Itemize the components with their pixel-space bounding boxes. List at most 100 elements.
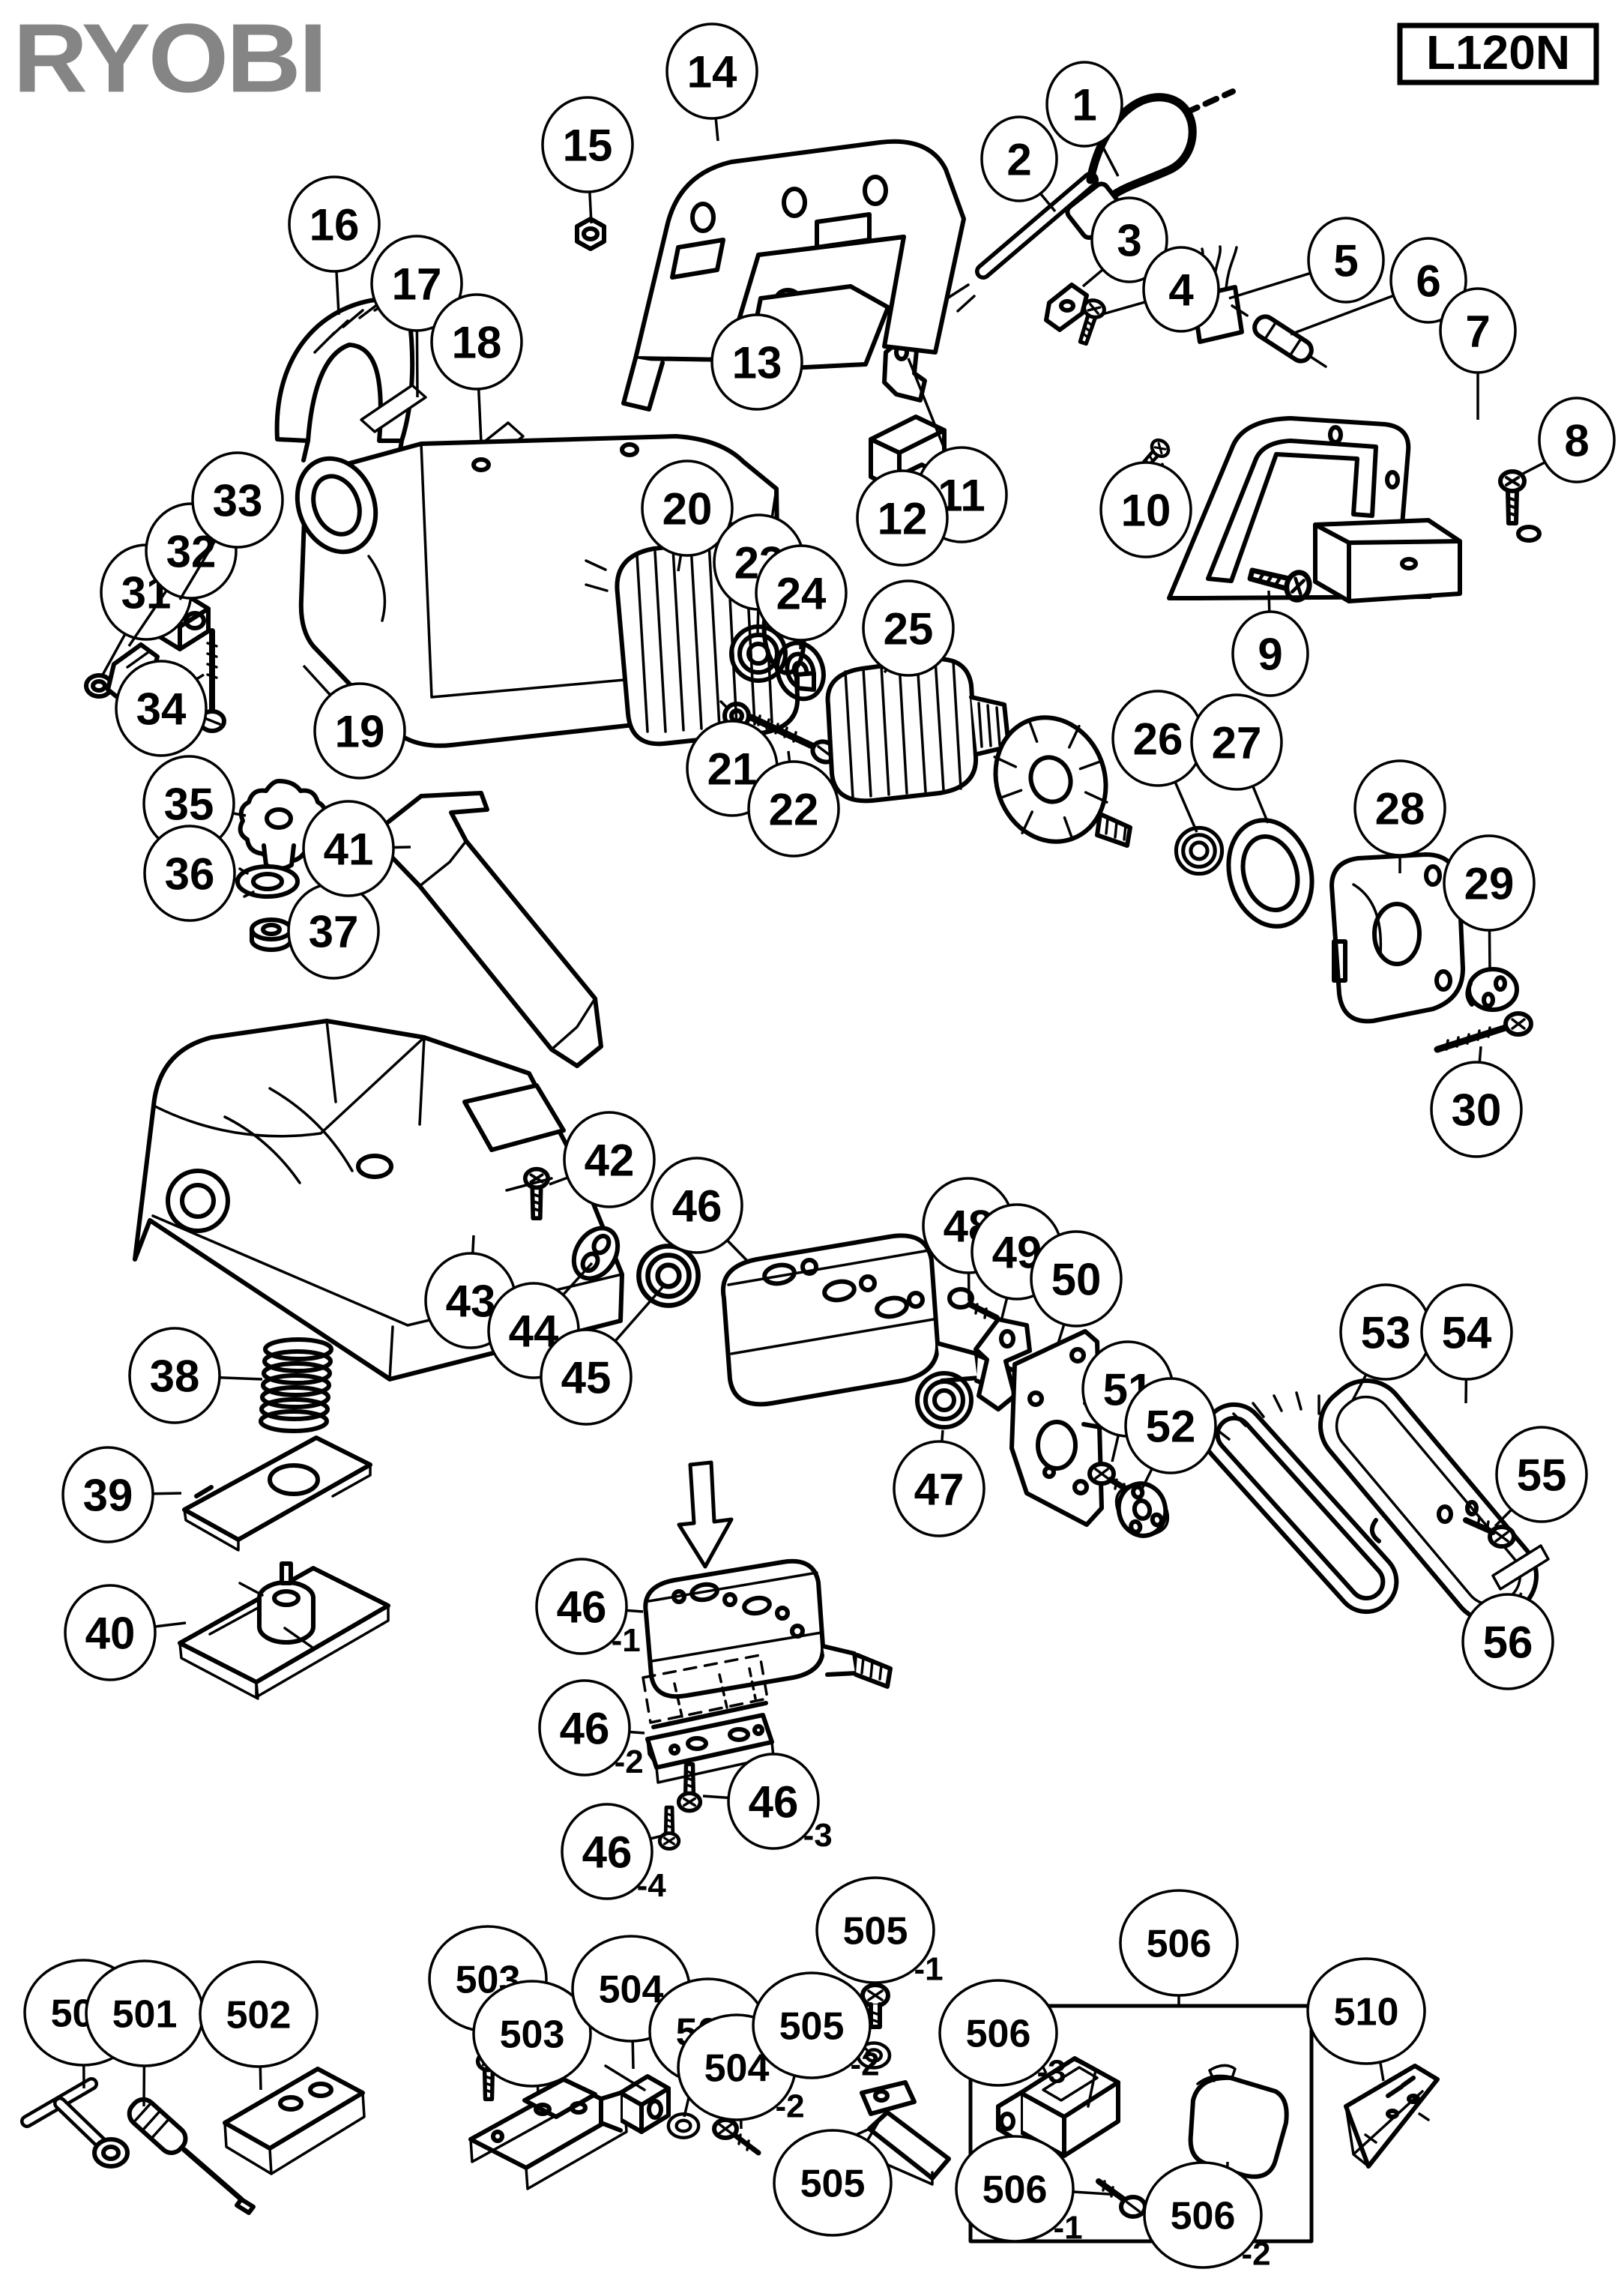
- callout-10: 10: [1099, 461, 1192, 558]
- svg-text:503: 503: [500, 2013, 565, 2057]
- svg-text:26: 26: [1133, 714, 1183, 765]
- svg-text:6: 6: [1416, 256, 1440, 307]
- setting-gauge-part: [851, 2080, 951, 2186]
- svg-text:-3: -3: [803, 1817, 833, 1854]
- callout-503: 503: [472, 1980, 592, 2096]
- callout-2: 2: [980, 115, 1058, 213]
- spring-washer-part: [775, 640, 826, 702]
- t-wrench-part: [20, 2077, 130, 2169]
- svg-text:25: 25: [884, 604, 934, 654]
- callout-5: 5: [1228, 217, 1385, 304]
- callout-45: 45: [540, 1284, 665, 1426]
- callout-17: 17: [370, 235, 463, 398]
- svg-text:15: 15: [563, 121, 613, 171]
- adjust-spring-part: [259, 1337, 333, 1433]
- fence-bracket-part: [468, 2077, 628, 2190]
- callout-9: 9: [1231, 590, 1309, 697]
- svg-text:30: 30: [1452, 1085, 1502, 1136]
- callout-30: 30: [1430, 1046, 1523, 1158]
- front-drum-bearing-part: [917, 1373, 971, 1427]
- callout-21: 21: [686, 720, 779, 817]
- svg-text:506: 506: [1171, 2195, 1236, 2238]
- cover-screw-part: [1437, 1504, 1516, 1549]
- rear-bearing-part: [1176, 828, 1222, 873]
- callout-14: 14: [665, 22, 758, 142]
- svg-text:33: 33: [213, 476, 263, 526]
- svg-text:505: 505: [843, 1910, 908, 1953]
- svg-text:3: 3: [1117, 216, 1141, 266]
- callout-46-1: 46-1: [535, 1558, 644, 1659]
- svg-text:-2: -2: [850, 2046, 879, 2083]
- callout-18: 18: [430, 293, 523, 443]
- svg-text:40: 40: [85, 1609, 136, 1659]
- callout-510: 510: [1306, 1957, 1426, 2082]
- callout-22: 22: [747, 750, 840, 858]
- svg-text:506: 506: [1147, 1923, 1212, 1966]
- svg-text:29: 29: [1464, 859, 1515, 909]
- callout-39: 39: [61, 1446, 182, 1543]
- callout-6: 6: [1290, 237, 1467, 336]
- wire-connector-part: [1231, 304, 1327, 368]
- end-bracket-part: [1329, 852, 1465, 1024]
- svg-text:36: 36: [165, 849, 215, 900]
- tension-bracket-part: [974, 1317, 1032, 1411]
- callout-20: 20: [641, 459, 734, 572]
- drive-pulley-part: [1114, 1481, 1170, 1538]
- svg-text:504: 504: [704, 2047, 770, 2091]
- model-badge-label: L120N: [1426, 25, 1570, 79]
- brush-cap-part: [84, 673, 114, 699]
- callout-55: 55: [1494, 1426, 1588, 1528]
- side-plate-part: [1009, 1329, 1104, 1527]
- svg-text:52: 52: [1146, 1402, 1196, 1452]
- guide-fence-part: [223, 2067, 366, 2175]
- drum-bearing-part: [639, 1246, 698, 1305]
- svg-text:50: 50: [1051, 1255, 1102, 1305]
- callout-4: 4: [1099, 246, 1220, 333]
- svg-text:-1: -1: [1053, 2210, 1082, 2247]
- callout-506: 506: [1119, 1889, 1239, 2006]
- svg-text:54: 54: [1442, 1308, 1492, 1358]
- svg-text:35: 35: [164, 780, 214, 830]
- callout-501: 501: [85, 1959, 205, 2107]
- svg-text:38: 38: [150, 1352, 200, 1402]
- svg-text:17: 17: [392, 259, 442, 310]
- callout-46: 46: [650, 1157, 751, 1265]
- callout-29: 29: [1443, 834, 1536, 972]
- svg-text:46: 46: [560, 1704, 610, 1754]
- svg-text:46: 46: [749, 1777, 799, 1827]
- callout-40: 40: [64, 1584, 187, 1681]
- callout-46-2: 46-2: [538, 1679, 645, 1780]
- svg-text:7: 7: [1465, 307, 1490, 357]
- svg-text:43: 43: [446, 1277, 496, 1327]
- callout-54: 54: [1420, 1283, 1513, 1404]
- callout-46-3: 46-3: [702, 1753, 833, 1854]
- callout-506-1: 506-1: [955, 2135, 1120, 2247]
- spare-blade-set-part: [1344, 2064, 1440, 2169]
- knob-nut-part: [250, 917, 293, 952]
- guide-screw-part: [712, 2118, 761, 2156]
- angle-guide-part: [599, 2064, 671, 2134]
- callout-56: 56: [1461, 1592, 1554, 1690]
- adjust-plate-part: [182, 1435, 372, 1552]
- svg-text:504: 504: [599, 1968, 664, 2012]
- callout-506-2: 506-2: [1143, 2161, 1271, 2273]
- callout-12: 12: [856, 469, 949, 567]
- callout-506-3: 506-3: [938, 1979, 1066, 2091]
- callout-505: 505: [773, 2116, 893, 2237]
- svg-text:56: 56: [1483, 1618, 1533, 1668]
- svg-text:2: 2: [1006, 135, 1031, 185]
- box-case-part: [1188, 2064, 1289, 2179]
- callout-47: 47: [893, 1429, 985, 1537]
- callout-7: 7: [1439, 287, 1517, 420]
- svg-text:502: 502: [226, 1994, 292, 2037]
- svg-text:5: 5: [1333, 236, 1358, 286]
- tension-bolt-part: [947, 1287, 1000, 1321]
- bracket-screw-part: [1434, 1011, 1533, 1053]
- svg-text:16: 16: [310, 200, 360, 250]
- callout-33: 33: [178, 451, 284, 600]
- svg-text:41: 41: [324, 825, 374, 875]
- callout-1: 1: [1045, 61, 1123, 177]
- callout-26: 26: [1111, 690, 1204, 833]
- svg-text:10: 10: [1121, 486, 1171, 536]
